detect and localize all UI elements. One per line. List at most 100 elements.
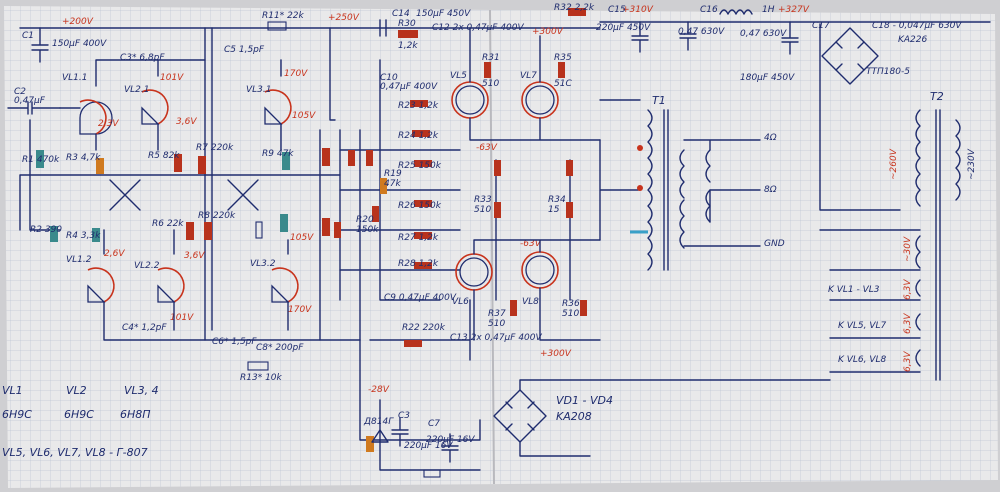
r35-label: R35 xyxy=(554,53,572,63)
vl3-1-label: VL3.1 xyxy=(246,85,271,95)
r24-label: R24 1,2k xyxy=(398,131,439,141)
t2-label: T2 xyxy=(930,90,944,103)
c1-capacitor: C1 150µF 400V xyxy=(22,27,107,63)
c14-label: C14 xyxy=(392,9,410,19)
out-4-label: 4Ω xyxy=(764,133,777,143)
r34-value: 15 xyxy=(548,205,560,215)
winding-63b: 6,3V xyxy=(903,313,913,334)
r11-resistor: R11* 22k xyxy=(262,11,305,31)
v101b-label: 101V xyxy=(170,313,194,323)
r19-label: R19 xyxy=(384,169,402,179)
r37-label: R37 xyxy=(488,309,506,319)
r19-value: 47k xyxy=(384,179,401,189)
vl1-1-label: VL1.1 xyxy=(62,73,87,83)
voltage-327: +327V xyxy=(778,5,810,15)
out-8-label: 8Ω xyxy=(764,185,777,195)
voltage-minus-28: -28V xyxy=(368,385,390,395)
tube-vl1-2: VL1.2 xyxy=(66,255,115,303)
legend-row2-c: 6H8П xyxy=(120,408,151,421)
c5-label: C5 1,5pF xyxy=(224,45,265,55)
vl1-2-label: VL1.2 xyxy=(66,255,92,265)
c1-label: C1 xyxy=(22,31,34,41)
r20-label: R20 xyxy=(356,215,374,225)
tube-vl1-1: VL1.1 xyxy=(62,73,113,135)
r3-label: R3 4,7k xyxy=(66,153,101,163)
c16-label: C16 xyxy=(700,5,718,15)
bridge-rectifier-bottom: VD1 - VD4 KA208 xyxy=(493,379,831,457)
bridge-top-label: KA226 xyxy=(898,35,928,45)
c6-label: C6* 1,5pF xyxy=(212,337,257,347)
vl2-1-label: VL2.1 xyxy=(124,85,149,95)
c1-value: 150µF 400V xyxy=(52,39,107,49)
output-resistors: R31 510 R35 51C R33 510 R34 15 R37 510 R… xyxy=(474,53,587,329)
out-gnd-label: GND xyxy=(764,239,785,249)
output-transformer-t1: T1 4Ω 8Ω GND xyxy=(630,94,785,271)
legend-row3: VL5, VL6, VL7, VL8 - Г-807 xyxy=(2,446,148,459)
bridge-bottom-part: KA208 xyxy=(556,410,592,423)
voltage-200: +200V xyxy=(62,17,94,27)
v26-label: 2,6V xyxy=(104,249,125,259)
paper-grid xyxy=(4,6,998,488)
r31-label: R31 xyxy=(482,53,500,63)
heater-k2: K VL5, VL7 xyxy=(838,321,887,331)
r27-label: R27 1,2k xyxy=(398,233,439,243)
cap-220-value: 220µF 450V xyxy=(596,23,651,33)
voltage-minus-63b: -63V xyxy=(520,239,542,249)
v101-label: 101V xyxy=(160,73,184,83)
power-transformer-t2: T2 ~260V ~230V ~30V 6,3V 6,3V 6,3V K VL1… xyxy=(819,23,977,381)
r5-label: R5 82k xyxy=(148,151,180,161)
tube-vl2-1: VL2.1 xyxy=(124,85,169,125)
choke: 1H xyxy=(719,5,775,15)
legend-row2-a: 6H9C xyxy=(2,408,32,421)
r20-value: 150k xyxy=(356,225,379,235)
c2-value: 0,47µF xyxy=(14,96,46,106)
r35-value: 51C xyxy=(554,79,572,89)
transformer2-label: TTП180-5 xyxy=(866,67,910,77)
tube-vl2-2: VL2.2 xyxy=(134,261,185,303)
r34-label: R34 xyxy=(548,195,566,205)
r13-label: R13* 10k xyxy=(240,373,283,383)
cap-180: 180µF 450V xyxy=(740,21,799,83)
voltage-310: +310V xyxy=(622,5,654,15)
vl3-2-label: VL3.2 xyxy=(250,259,276,269)
c3b-label: C3 xyxy=(398,411,410,421)
r37-value: 510 xyxy=(488,319,505,329)
diode-label: Д814Г xyxy=(363,417,394,427)
bridge-bottom-title: VD1 - VD4 xyxy=(556,394,613,407)
vl7-label: VL7 xyxy=(520,71,537,81)
c14-capacitor: C14 150µF 450V xyxy=(379,9,471,37)
winding-30: ~30V xyxy=(903,236,913,262)
r22-label: R22 220k xyxy=(402,323,446,333)
top-rail xyxy=(19,21,991,341)
heater-k3: K VL6, VL8 xyxy=(838,355,887,365)
c3-label: C3* 6,8pF xyxy=(120,53,165,63)
v36b-label: 3,6V xyxy=(184,251,205,261)
r4-label: R4 3,3k xyxy=(66,231,101,241)
r25-label: R25 150k xyxy=(398,161,442,171)
choke-label: 1H xyxy=(762,5,775,15)
cap-180-value: 180µF 450V xyxy=(740,73,795,83)
c2-capacitor: C2 0,47µF xyxy=(7,87,61,115)
v36-label: 3,6V xyxy=(176,117,197,127)
c2-label: C2 xyxy=(14,87,26,97)
c15-capacitor: C15 220µF 450V xyxy=(596,5,651,53)
tube-legend: VL1 VL2 VL3, 4 6H9C 6H9C 6H8П VL5, VL6, … xyxy=(2,384,159,459)
t1-label: T1 xyxy=(652,94,666,107)
r6-label: R6 22k xyxy=(152,219,184,229)
c10-value: 0,47µF 400V xyxy=(380,82,438,92)
winding-260: ~260V xyxy=(889,148,899,180)
cap-047b-value: 0,47 630V xyxy=(740,29,787,39)
tube-vl3-2: VL3.2 xyxy=(250,259,299,303)
winding-63a: 6,3V xyxy=(903,279,913,300)
c14-value: 150µF 450V xyxy=(416,9,471,19)
r33-value: 510 xyxy=(474,205,491,215)
r30-label: R30 xyxy=(398,19,416,29)
voltage-250: +250V xyxy=(328,13,360,23)
r33-label: R33 xyxy=(474,195,492,205)
vl6-label: VL6 xyxy=(452,297,469,307)
c18-label: C18 - 0,047µF 630V xyxy=(872,21,962,31)
r8-label: R8 220k xyxy=(198,211,236,221)
legend-row1-a: VL1 xyxy=(2,384,23,397)
vl5-label: VL5 xyxy=(450,71,467,81)
